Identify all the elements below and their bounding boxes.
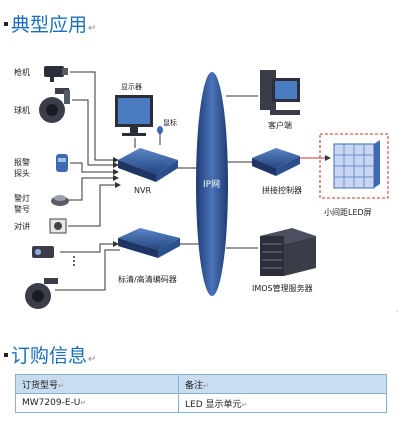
dome-camera-2-icon xyxy=(25,278,58,309)
alarm-light-icon xyxy=(51,195,69,206)
network-topology-diagram xyxy=(25,66,389,309)
label-client: 客户端 xyxy=(268,121,292,130)
label-led-screen: 小间距LED屏 xyxy=(324,208,372,217)
mouse-icon xyxy=(157,126,163,134)
label-alarm-probe-2: 探头 xyxy=(14,169,30,178)
alarm-probe-icon xyxy=(56,154,68,172)
label-alarm-light-2: 警号 xyxy=(14,205,30,214)
label-alarm-light-1: 警灯 xyxy=(14,194,30,203)
table-header-cell: 订货型号↵ xyxy=(15,374,179,394)
bullet-camera-icon xyxy=(44,66,68,82)
connection-lines xyxy=(55,71,331,291)
label-bullet-camera: 枪机 xyxy=(14,68,30,77)
table-header-cell: 备注↵ xyxy=(178,374,387,394)
intercom-icon xyxy=(49,218,67,234)
led-screen-icon xyxy=(333,140,380,189)
table-row: MW7209-E-U↵ LED 显示单元↵ xyxy=(15,393,387,413)
table-cell: LED 显示单元↵ xyxy=(178,393,387,413)
label-ip-network: IP网 xyxy=(203,180,221,190)
label-splicing-controller: 拼接控制器 xyxy=(262,186,302,195)
splicing-controller-icon xyxy=(252,148,300,176)
encoder-device-icon xyxy=(118,228,180,258)
label-nvr: NVR xyxy=(134,186,152,195)
paragraph-mark-icon: ↵ xyxy=(88,23,97,34)
section-title-ordering-info: 订购信息↵ xyxy=(4,341,96,368)
order-table: 订货型号↵ 备注↵ MW7209-E-U↵ LED 显示单元↵ xyxy=(15,374,387,413)
table-cell: MW7209-E-U↵ xyxy=(15,393,179,413)
ip-network-cloud xyxy=(196,72,228,296)
label-imos-server: IMOS管理服务器 xyxy=(252,284,313,293)
label-alarm-probe-1: 报警 xyxy=(14,158,30,167)
label-monitor: 显示器 xyxy=(121,83,142,91)
led-screen-frame xyxy=(319,133,389,199)
section-title-typical-application: 典型应用↵ xyxy=(4,10,96,37)
bullet-icon xyxy=(4,352,8,357)
imos-server-icon xyxy=(260,228,316,276)
label-dome-camera: 球机 xyxy=(14,106,30,115)
label-mouse: 鼠标 xyxy=(163,119,177,127)
ellipsis-dots xyxy=(73,256,75,266)
bullet-icon xyxy=(4,21,8,26)
client-pc-icon xyxy=(260,70,300,115)
table-header-row: 订货型号↵ 备注↵ xyxy=(15,374,387,394)
layout-mark: . xyxy=(396,306,399,314)
monitor-icon xyxy=(115,95,153,136)
section-title-text: 订购信息 xyxy=(11,345,88,367)
label-intercom: 对讲 xyxy=(14,222,30,231)
dome-camera-icon xyxy=(39,88,70,123)
bullet-camera-2-icon xyxy=(32,246,54,258)
paragraph-mark-icon: ↵ xyxy=(88,354,97,365)
section-title-text: 典型应用 xyxy=(11,14,88,36)
nvr-device-icon xyxy=(118,148,178,182)
label-encoder: 标清/高清编码器 xyxy=(118,275,177,284)
